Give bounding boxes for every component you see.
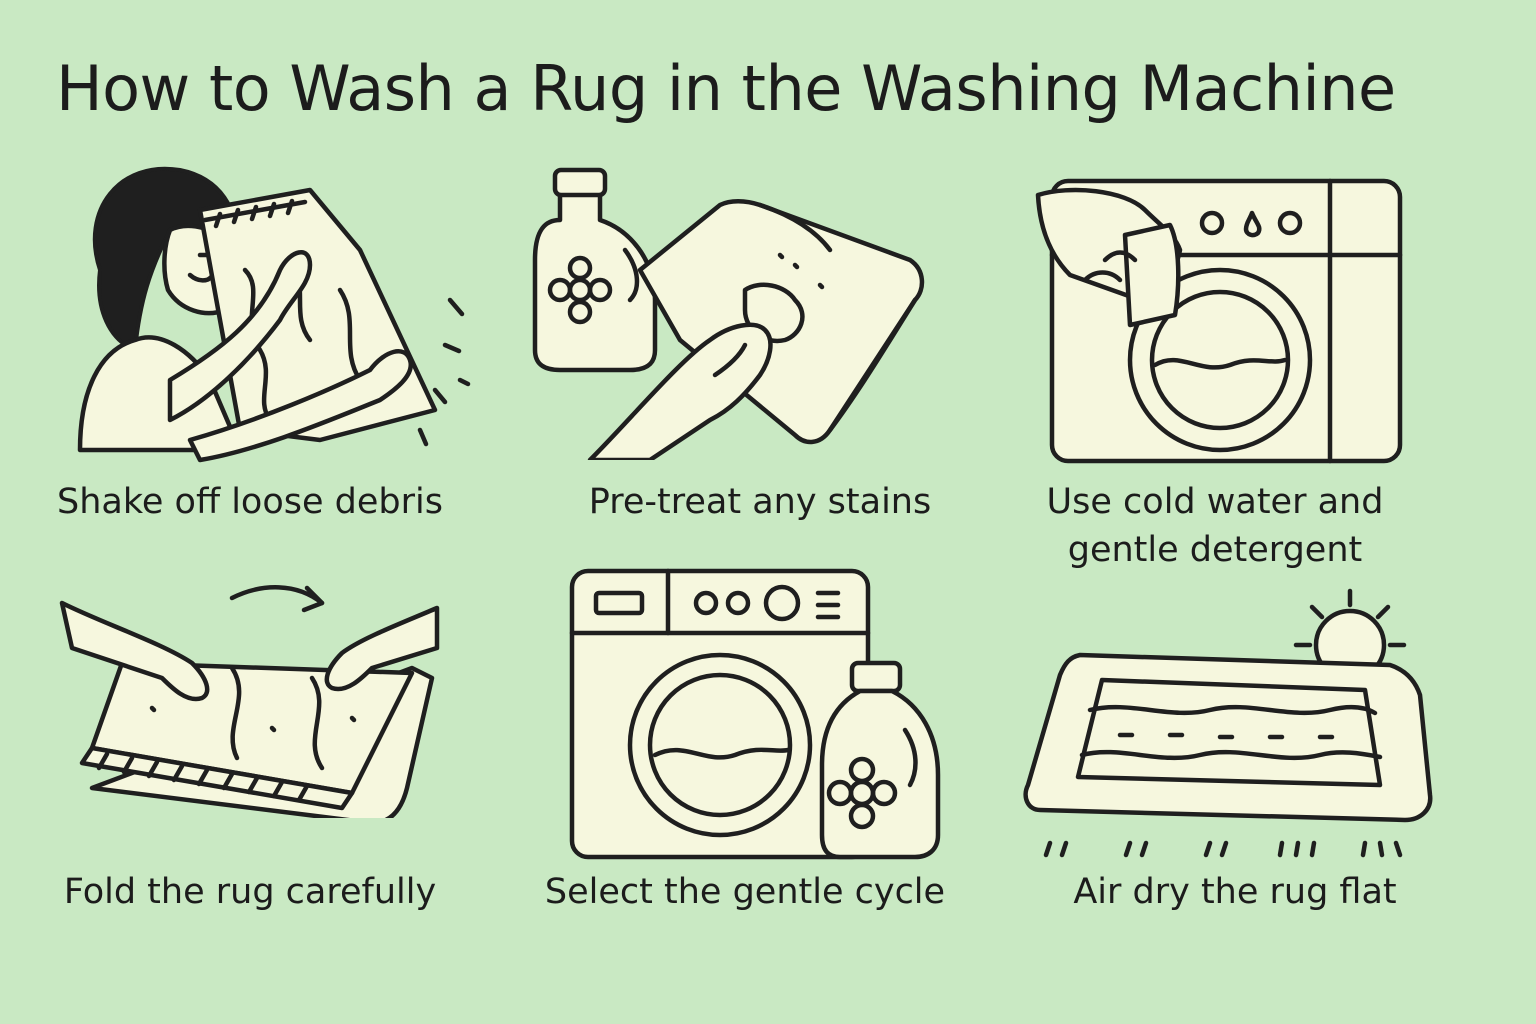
rug-sun-dry-icon — [1020, 585, 1440, 865]
washer-door-icon — [1030, 175, 1410, 465]
step-caption: Pre-treat any stains — [588, 482, 932, 522]
shaking-rug-icon — [40, 150, 480, 470]
step-caption: Select the gentle cycle — [544, 872, 946, 912]
page-title: How to Wash a Rug in the Washing Machine — [56, 52, 1396, 125]
step-caption: Use cold water and gentle detergent — [1046, 482, 1384, 570]
pretreat-stain-icon — [530, 160, 950, 460]
folding-rug-icon — [52, 568, 452, 818]
step-caption: Air dry the rug flat — [1073, 872, 1397, 912]
step-caption: Shake off loose debris — [57, 482, 443, 522]
washer-detergent-icon — [560, 565, 950, 865]
step-caption: Fold the rug carefully — [63, 872, 437, 912]
